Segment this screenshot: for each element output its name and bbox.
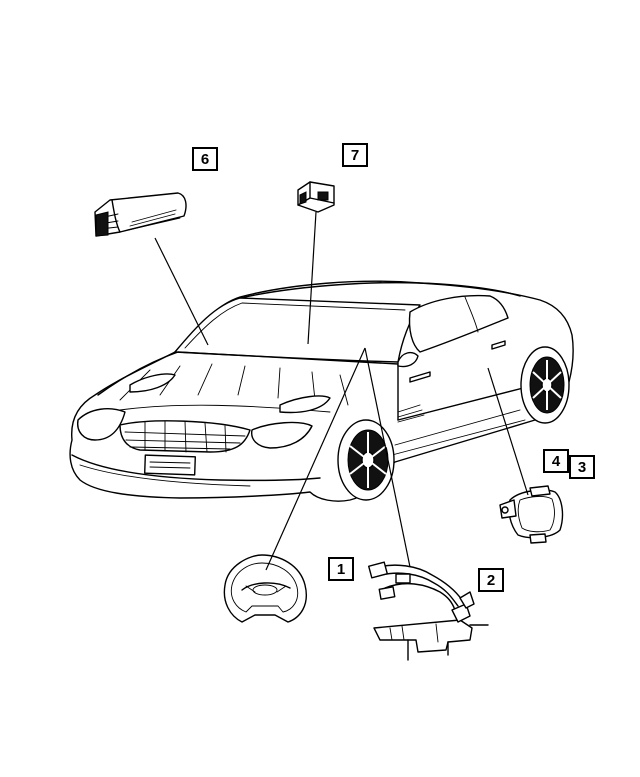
side-airbag-module xyxy=(94,192,187,237)
callout-2: 2 xyxy=(478,568,504,592)
callout-3: 3 xyxy=(569,455,595,479)
callout-6-label: 6 xyxy=(201,151,209,168)
callout-1-label: 1 xyxy=(337,561,345,578)
callout-6: 6 xyxy=(192,147,218,171)
callout-7: 7 xyxy=(342,143,368,167)
callout-4: 4 xyxy=(543,449,569,473)
impact-sensor xyxy=(499,485,564,544)
driver-airbag xyxy=(223,554,307,623)
leader-lines xyxy=(154,211,529,571)
callout-1: 1 xyxy=(328,557,354,581)
rear-wheel xyxy=(520,346,570,424)
callout-3-label: 3 xyxy=(578,459,586,476)
callout-2-label: 2 xyxy=(487,572,495,589)
clockspring-harness xyxy=(368,561,489,661)
car-illustration xyxy=(69,280,574,502)
passenger-airbag-switch xyxy=(297,181,335,213)
callout-4-label: 4 xyxy=(552,453,561,470)
front-wheel xyxy=(337,419,395,501)
callout-7-label: 7 xyxy=(351,147,359,164)
